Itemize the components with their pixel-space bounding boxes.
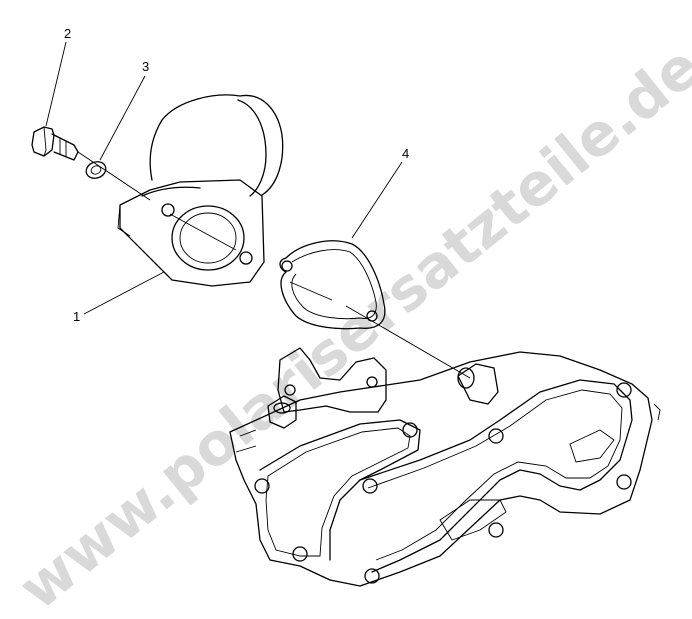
callout-label-2: 2 [64,26,71,41]
callout-label-3: 3 [142,59,149,74]
bolt-part-2 [31,126,79,161]
callout-label-4: 4 [402,146,409,161]
watermark-text: www.polarisersatzteile.de [6,32,692,619]
callout-leaders [45,41,403,315]
cylinder-head [229,347,661,587]
thermostat-housing-part-1 [117,94,284,287]
watermark: www.polarisersatzteile.de [6,32,692,619]
gasket-part-4 [279,240,471,379]
callout-label-1: 1 [73,309,80,324]
assembly-axis-line [77,151,237,251]
